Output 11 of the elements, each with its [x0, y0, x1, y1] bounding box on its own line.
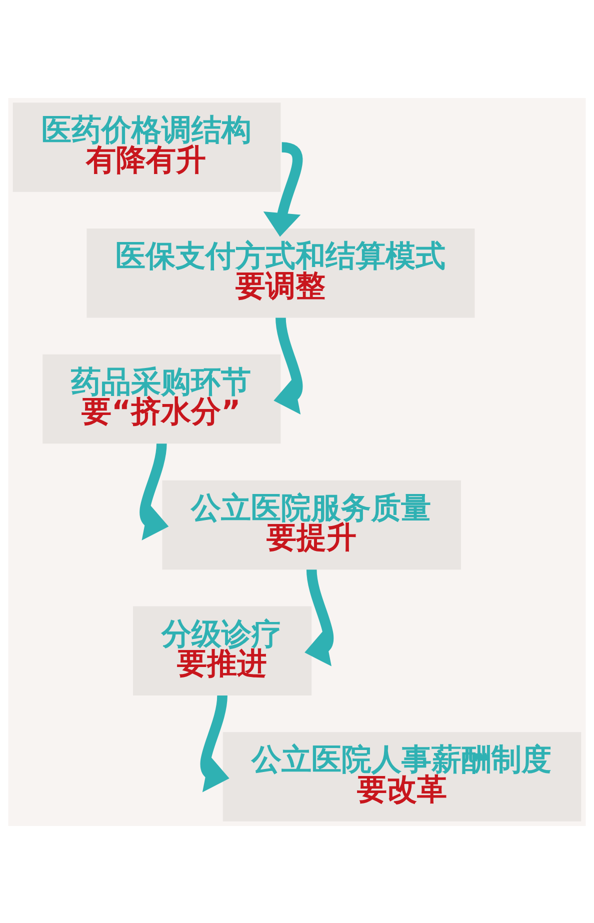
- arrow: [304, 568, 334, 666]
- arrow: [140, 442, 169, 540]
- arrow: [200, 694, 230, 792]
- arrow: [263, 142, 303, 236]
- node-box: 医保支付方式和结算模式 要调整: [86, 228, 475, 318]
- node-box: 药品采购环节 要“挤水分”: [42, 354, 281, 444]
- arrow: [274, 316, 303, 414]
- node-box: 公立医院服务质量 要提升: [162, 480, 461, 570]
- node-box: 分级诊疗 要推进: [133, 606, 312, 695]
- node-box: 医药价格调结构 有降有升: [12, 102, 281, 192]
- node-box: 公立医院人事薪酬制度 要改革: [222, 732, 582, 821]
